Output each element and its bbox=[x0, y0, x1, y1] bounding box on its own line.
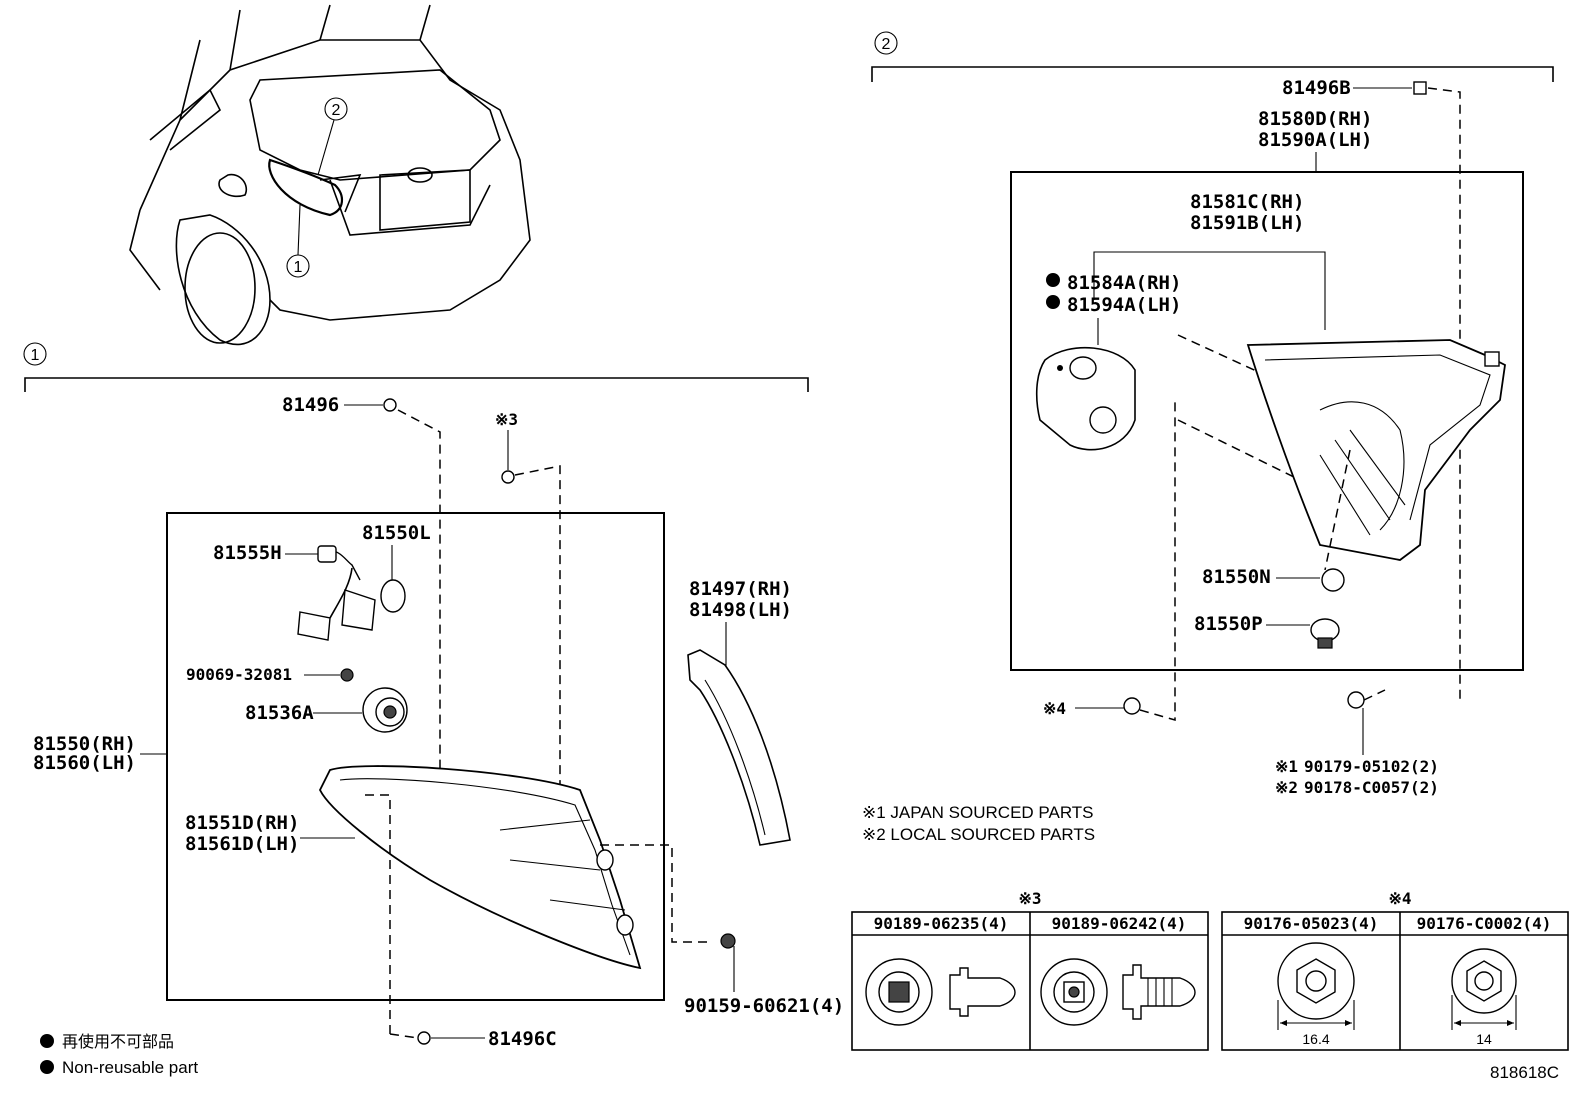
nut-90176-C0002-icon: 14 bbox=[1451, 948, 1517, 1047]
legend-jp: 再使用不可部品 bbox=[62, 1032, 174, 1051]
label-81496B: 81496B bbox=[1282, 77, 1351, 99]
label-90069: 90069-32081 bbox=[186, 665, 292, 684]
legend-en: Non-reusable part bbox=[62, 1058, 198, 1077]
label-90178-part: 90178-C0057(2) bbox=[1304, 778, 1439, 797]
label-81591B-lh: 81591B(LH) bbox=[1190, 212, 1304, 234]
label-81497-rh: 81497(RH) bbox=[689, 578, 792, 600]
table-mark4: ※4 90176-05023(4) 90176-C0002(4) 16.4 14 bbox=[1221, 889, 1569, 1051]
label-81496C: 81496C bbox=[488, 1028, 557, 1050]
label-81536A: 81536A bbox=[245, 702, 314, 724]
label-90178: ※2 90178-C0057(2) bbox=[1275, 778, 1439, 797]
non-reusable-dot-icon bbox=[1046, 273, 1060, 287]
label-81580D-rh: 81580D(RH) bbox=[1258, 108, 1372, 130]
socket-81536A-icon bbox=[362, 687, 408, 733]
callout-2-car: 2 bbox=[332, 102, 341, 119]
socket-81550P-icon bbox=[1310, 618, 1340, 649]
nut-90179-icon bbox=[1347, 691, 1365, 709]
clip-mark4-icon bbox=[1123, 697, 1141, 715]
label-81594A-lh: 81594A(LH) bbox=[1067, 294, 1181, 316]
mark-4-section2: ※4 bbox=[1043, 699, 1066, 718]
inner-lamp-81581C-icon bbox=[1246, 339, 1506, 561]
table-mark3: ※3 90189-06235(4) 90189-06242(4) bbox=[851, 889, 1209, 1051]
clip-90189-06242-icon bbox=[1040, 958, 1196, 1026]
legend-dot-icon bbox=[40, 1034, 54, 1048]
section-1: 1 81496 ※3 81555H 81550L 90069-32081 bbox=[23, 342, 844, 1050]
table-mark3-col1: 90189-06235(4) bbox=[874, 914, 1009, 933]
label-90159: 90159-60621(4) bbox=[684, 995, 844, 1017]
dim-16-4: 16.4 bbox=[1302, 1031, 1329, 1047]
clip-81496-icon bbox=[383, 398, 397, 412]
assembly-box-81550 bbox=[166, 512, 665, 1001]
assembly-box-81580D bbox=[1010, 171, 1524, 671]
screw-90159-icon bbox=[720, 933, 736, 949]
label-90179: ※1 90179-05102(2) bbox=[1275, 757, 1439, 776]
label-81550-rh: 81550(RH) bbox=[33, 733, 136, 755]
bulb-81550L-icon bbox=[380, 579, 406, 613]
label-81550N: 81550N bbox=[1202, 566, 1271, 588]
label-81560-lh: 81560(LH) bbox=[33, 752, 136, 774]
label-81496: 81496 bbox=[282, 394, 339, 416]
legend-dot-icon bbox=[40, 1060, 54, 1074]
clip-90189-06235-icon bbox=[865, 958, 1016, 1026]
socket-wire-81555H-icon bbox=[297, 545, 376, 641]
dim-14: 14 bbox=[1476, 1031, 1492, 1047]
garnish-81497-icon bbox=[687, 649, 791, 846]
bulb-81550N-icon bbox=[1321, 568, 1345, 592]
label-81498-lh: 81498(LH) bbox=[689, 599, 792, 621]
clip-mark3-icon bbox=[501, 470, 515, 484]
note-japan-sourced: ※1 JAPAN SOURCED PARTS bbox=[862, 803, 1094, 822]
label-81551D-rh: 81551D(RH) bbox=[185, 812, 299, 834]
table-mark4-col2: 90176-C0002(4) bbox=[1417, 914, 1552, 933]
label-81590A-lh: 81590A(LH) bbox=[1258, 129, 1372, 151]
clip-81496C-icon bbox=[417, 1031, 431, 1045]
table-mark3-col2: 90189-06242(4) bbox=[1052, 914, 1187, 933]
clip-81496B-icon bbox=[1413, 81, 1427, 95]
mark-2: ※2 bbox=[1275, 778, 1298, 797]
screw-90069-icon bbox=[340, 668, 354, 682]
label-81555H: 81555H bbox=[213, 542, 282, 564]
mark-1: ※1 bbox=[1275, 757, 1298, 776]
label-81581C-rh: 81581C(RH) bbox=[1190, 191, 1304, 213]
table-mark4-col1: 90176-05023(4) bbox=[1244, 914, 1379, 933]
nut-90176-05023-icon: 16.4 bbox=[1277, 942, 1355, 1047]
gasket-81584A-icon bbox=[1035, 346, 1136, 451]
section-2-index: 2 bbox=[882, 36, 891, 53]
label-81550P: 81550P bbox=[1194, 613, 1263, 635]
non-reusable-dot-icon bbox=[1046, 295, 1060, 309]
section-2: 2 81496B 81580D(RH) 81590A(LH) 81581C(RH… bbox=[862, 31, 1554, 844]
table-mark3-title: ※3 bbox=[1018, 889, 1041, 908]
label-81550L: 81550L bbox=[362, 522, 431, 544]
label-81561D-lh: 81561D(LH) bbox=[185, 833, 299, 855]
section-1-index: 1 bbox=[31, 347, 40, 364]
mark-3-section1: ※3 bbox=[495, 410, 518, 429]
callout-1-car: 1 bbox=[294, 259, 303, 276]
label-81584A-rh: 81584A(RH) bbox=[1067, 272, 1181, 294]
car-rear-illustration: 2 1 bbox=[129, 4, 531, 346]
reference-code: 818618C bbox=[1490, 1063, 1559, 1082]
table-mark4-title: ※4 bbox=[1388, 889, 1411, 908]
note-local-sourced: ※2 LOCAL SOURCED PARTS bbox=[862, 825, 1095, 844]
tail-lamp-81551D-icon bbox=[318, 765, 642, 970]
label-90179-part: 90179-05102(2) bbox=[1304, 757, 1439, 776]
legend: 再使用不可部品 Non-reusable part bbox=[40, 1032, 198, 1077]
